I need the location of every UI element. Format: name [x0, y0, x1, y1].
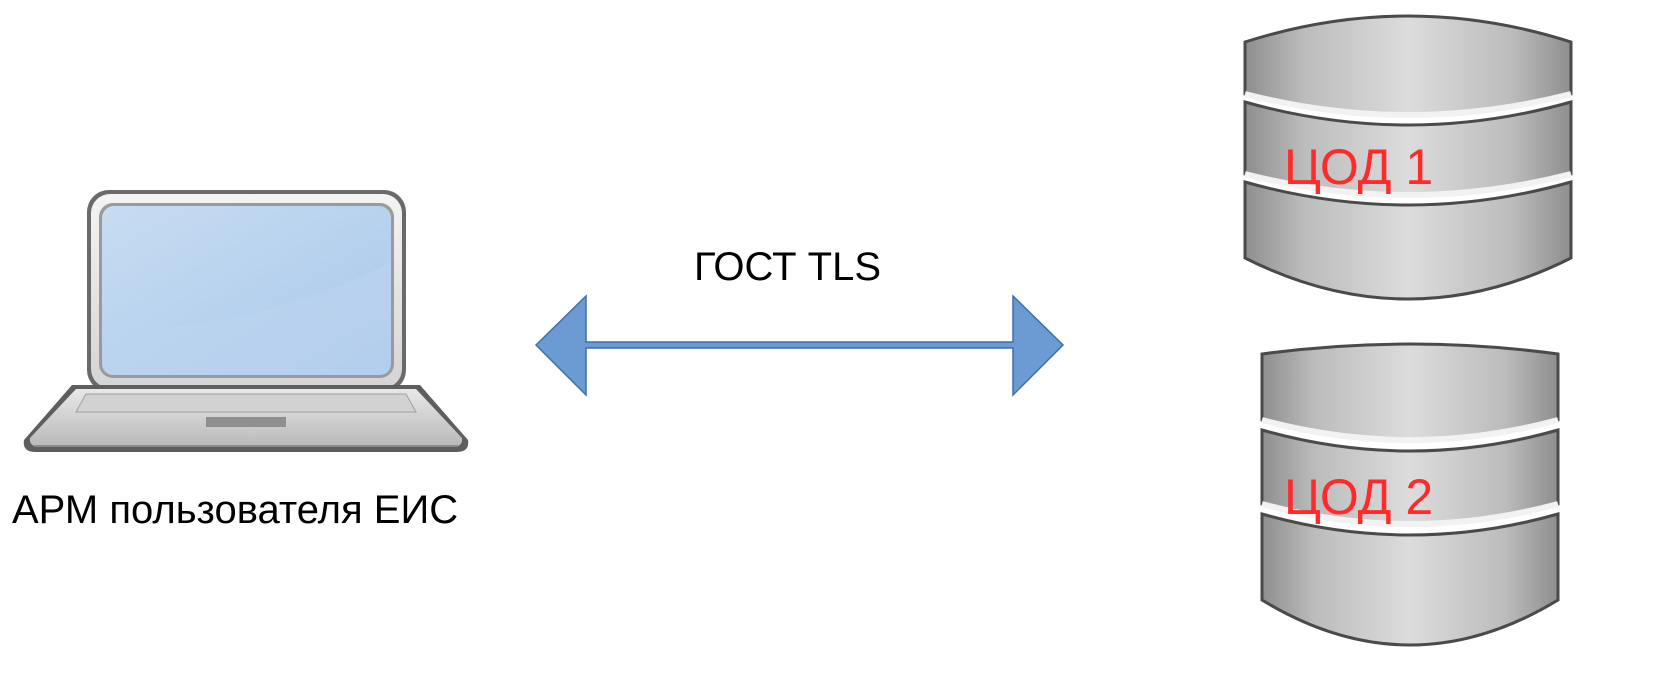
protocol-label: ГОСТ TLS	[694, 245, 881, 289]
client-label: АРМ пользователя ЕИС	[12, 488, 459, 532]
laptop-icon	[23, 190, 469, 452]
datacenter-2-label: ЦОД 2	[1284, 469, 1434, 525]
bidirectional-arrow	[534, 294, 1065, 397]
datacenter-1-label: ЦОД 1	[1284, 139, 1434, 195]
database-icon	[1243, 14, 1573, 301]
database-icon	[1260, 342, 1560, 647]
